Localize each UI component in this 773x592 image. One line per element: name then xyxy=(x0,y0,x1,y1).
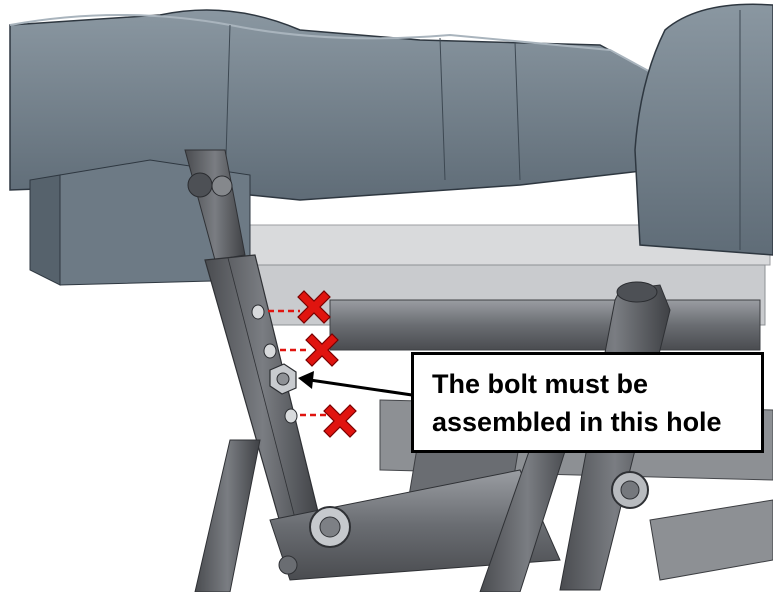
lower-frame xyxy=(194,419,773,592)
instruction-callout: The bolt must be assembled in this hole xyxy=(411,352,764,453)
cross-icon xyxy=(305,333,339,367)
cross-icon xyxy=(297,290,331,324)
cross-icon xyxy=(323,404,357,438)
callout-line-1: The bolt must be xyxy=(432,369,648,399)
arrow-icon xyxy=(298,371,413,397)
wrong-hole-leaders xyxy=(268,309,330,417)
callout-line-2: assembled in this hole xyxy=(432,407,722,437)
adjustment-arm xyxy=(184,149,561,581)
seat-cushion xyxy=(9,9,666,286)
side-cushion xyxy=(634,3,773,256)
